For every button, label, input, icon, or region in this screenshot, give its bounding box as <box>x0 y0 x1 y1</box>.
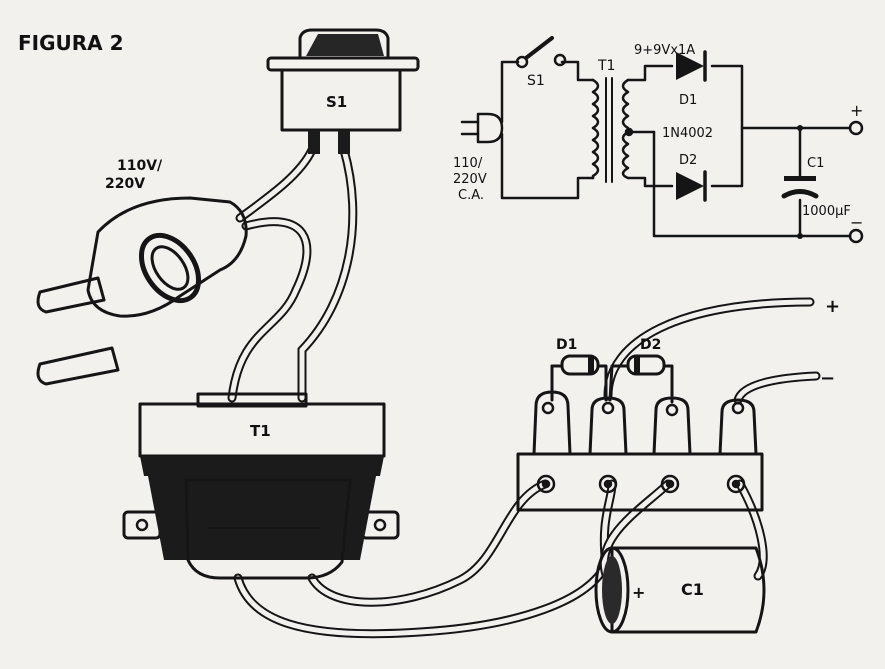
wiring-cables <box>227 145 821 639</box>
wiring-capacitor <box>594 546 766 634</box>
schematic-plus-terminal-icon <box>848 120 864 136</box>
schematic-diode-d2 <box>676 170 707 202</box>
schematic-diode2-label: D2 <box>679 153 697 168</box>
wiring-diode1-label: D1 <box>556 337 577 353</box>
schematic-capacitor-label: C1 <box>807 156 824 171</box>
schematic: S1 T1 9+9Vx1A D1 D2 1N4002 110/ 220V C.A… <box>453 36 864 244</box>
schematic-transformer-symbol <box>591 77 634 183</box>
wiring-diode-d1 <box>550 354 608 402</box>
schematic-switch-label: S1 <box>527 73 545 89</box>
schematic-input-voltage-line3: C.A. <box>458 188 484 203</box>
schematic-wires <box>500 60 852 238</box>
wiring-diode-d2 <box>608 354 674 404</box>
schematic-capacitor-value: 1000µF <box>802 204 851 219</box>
schematic-transformer-label: T1 <box>597 58 615 74</box>
wiring-switch-label: S1 <box>326 93 347 111</box>
wiring-output-minus: − <box>820 368 835 389</box>
wiring-transformer-label: T1 <box>250 422 271 440</box>
wiring-plug <box>36 196 248 386</box>
wiring-capacitor-label: C1 <box>681 580 704 599</box>
schematic-diode-part: 1N4002 <box>662 126 713 141</box>
schematic-plus-label: + <box>850 101 863 120</box>
schematic-minus-terminal-icon <box>848 228 864 244</box>
schematic-plug-symbol <box>460 112 504 144</box>
wiring-output-plus: + <box>825 296 840 317</box>
schematic-capacitor-symbol <box>781 176 819 199</box>
figure-title: FIGURA 2 <box>18 31 124 55</box>
wiring-plug-voltage-line2: 220V <box>105 176 145 192</box>
wiring-terminal-strip <box>516 390 764 512</box>
wiring-diode2-label: D2 <box>640 337 661 353</box>
schematic-transformer-rating: 9+9Vx1A <box>634 43 695 58</box>
schematic-input-voltage-line1: 110/ <box>453 156 483 171</box>
wiring-switch <box>266 28 420 154</box>
schematic-minus-label: − <box>850 213 863 232</box>
schematic-diode1-label: D1 <box>679 93 697 108</box>
wiring-plug-voltage-line1: 110V/ <box>117 158 163 174</box>
schematic-diode-d1 <box>676 50 707 82</box>
wiring-capacitor-polarity: + <box>632 583 645 602</box>
schematic-switch-symbol <box>515 36 567 69</box>
wiring-transformer <box>122 392 400 580</box>
schematic-input-voltage-line2: 220V <box>453 172 487 187</box>
